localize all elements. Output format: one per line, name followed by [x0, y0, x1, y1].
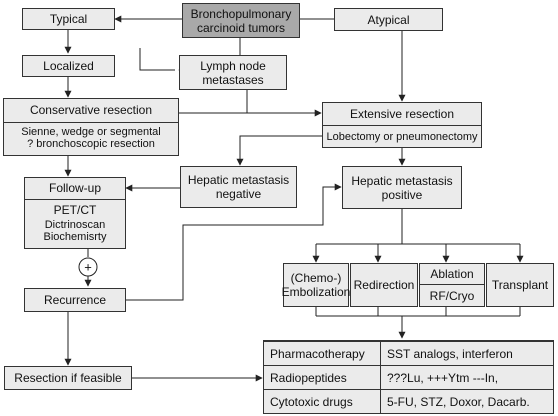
conservative-line-1: Sienne, wedge or segmental — [21, 126, 161, 138]
title-line-1: Bronchopulmonary — [190, 6, 292, 21]
ablation-title: Ablation — [420, 264, 484, 285]
follow-up-line-2: Biochemisrty — [43, 231, 107, 243]
localized-label: Localized — [43, 59, 94, 73]
hepatic-positive-box: Hepatic metastasis positive — [342, 166, 462, 209]
table-cell-detail: 5-FU, STZ, Doxor, Dacarb. — [387, 395, 530, 409]
transplant-label: Transplant — [491, 278, 549, 292]
redirection-box: Redirection — [350, 263, 418, 307]
conservative-line-2: ? bronchoscopic resection — [27, 138, 155, 150]
follow-up-petct: PET/CT — [53, 203, 97, 217]
plus-circle — [78, 257, 98, 277]
redirection-label: Redirection — [353, 278, 415, 292]
title-line-2: carcinoid tumors — [196, 20, 286, 35]
heppos-line-1: Hepatic metastasis — [351, 173, 453, 188]
plus-symbol: + — [84, 260, 92, 275]
follow-up-box: Follow-up PET/CT Dictrinoscan Biochemisr… — [24, 177, 126, 249]
atypical-box: Atypical — [334, 8, 443, 31]
table-cell-name: Radiopeptides — [270, 371, 347, 385]
resection-feasible-label: Resection if feasible — [14, 371, 122, 385]
table-cell-name: Pharmacotherapy — [270, 347, 365, 361]
hepneg-line-2: negative — [215, 187, 262, 201]
atypical-label: Atypical — [367, 12, 410, 27]
chemo-line-2: Embolization — [281, 285, 351, 299]
therapy-table: Pharmacotherapy SST analogs, interferon … — [263, 340, 554, 414]
table-cell-detail: SST analogs, interferon — [387, 347, 513, 361]
lymph-line-1: Lymph node — [200, 58, 266, 73]
table-cell-detail: ???Lu, +++Ytm ---In, — [387, 371, 499, 385]
extensive-sub: Lobectomy or pneumonectomy — [326, 131, 478, 143]
conservative-box: Conservative resection Sienne, wedge or … — [3, 98, 179, 156]
table-row: Pharmacotherapy SST analogs, interferon — [264, 341, 553, 366]
arrow-recurrence-heppos — [126, 183, 342, 301]
extensive-box: Extensive resection Lobectomy or pneumon… — [322, 102, 482, 148]
table-cell-name: Cytotoxic drugs — [270, 395, 353, 409]
chemo-line-1: (Chemo-) — [290, 271, 342, 285]
line-typical-lymph — [139, 48, 175, 71]
localized-box: Localized — [22, 55, 115, 77]
heppos-line-2: positive — [381, 187, 423, 202]
hepneg-line-1: Hepatic metastasis — [187, 173, 290, 187]
table-row: Cytotoxic drugs 5-FU, STZ, Doxor, Dacarb… — [264, 389, 553, 414]
ablation-box: Ablation RF/Cryo — [419, 263, 485, 307]
chemo-embolization-box: (Chemo-) Embolization — [281, 263, 351, 307]
recurrence-box: Recurrence — [24, 288, 126, 312]
arrow-extensive-hepneg — [236, 135, 322, 166]
follow-up-line-1: Dictrinoscan — [44, 219, 106, 231]
table-column-divider — [380, 341, 381, 413]
resection-feasible-box: Resection if feasible — [4, 366, 132, 390]
hepatic-negative-box: Hepatic metastasis negative — [180, 166, 297, 208]
ablation-sub: RF/Cryo — [429, 289, 475, 303]
conservative-title: Conservative resection — [4, 99, 178, 123]
table-row: Radiopeptides ???Lu, +++Ytm ---In, — [264, 365, 553, 390]
transplant-box: Transplant — [486, 263, 554, 307]
extensive-title: Extensive resection — [323, 103, 481, 126]
lymph-node-box: Lymph node metastases — [179, 55, 287, 90]
typical-label: Typical — [49, 12, 88, 26]
follow-up-title: Follow-up — [25, 178, 125, 200]
typical-box: Typical — [22, 8, 115, 30]
lymph-line-2: metastases — [202, 72, 264, 87]
title-box: Bronchopulmonary carcinoid tumors — [182, 3, 300, 38]
recurrence-label: Recurrence — [43, 293, 107, 307]
